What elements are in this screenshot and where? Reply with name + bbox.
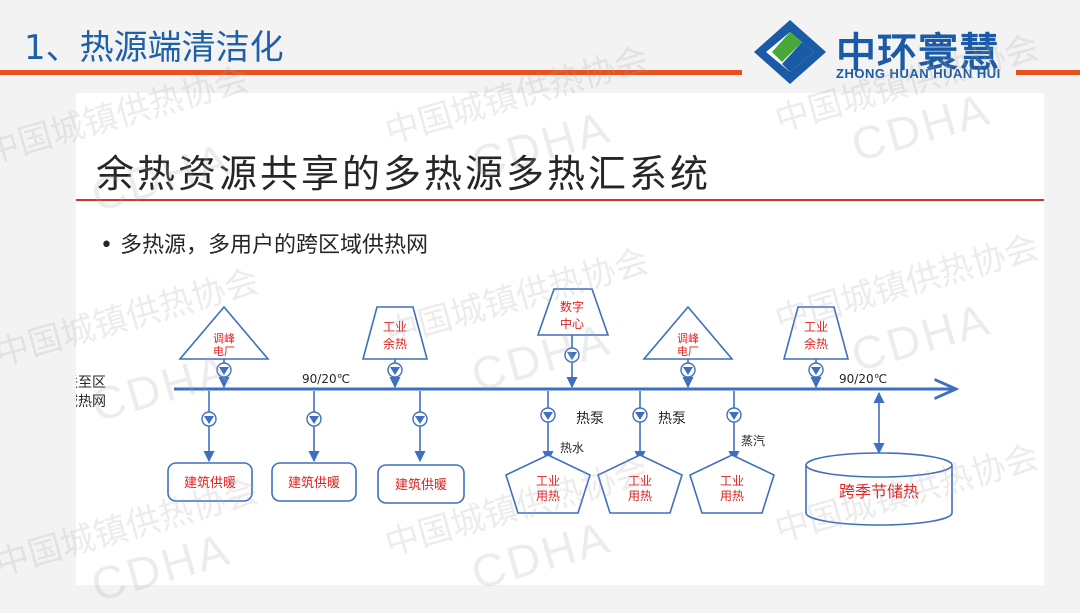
bullet-point: • 多热源，多用户的跨区域供热网 (100, 233, 428, 258)
source-industrial-waste-heat-1-trapezoid (361, 306, 429, 360)
header-divider (0, 70, 742, 75)
building-heating-box-3 (377, 464, 465, 504)
seasonal-storage-label: 跨季节储热 (839, 482, 919, 501)
source-data-center-label-2: 中心 (560, 316, 584, 331)
building-heating-box-1 (167, 462, 253, 502)
industrial-use-pentagon-1 (505, 454, 591, 514)
source-peak-plant-2-label-2: 电厂 (677, 345, 699, 358)
brand-logo: 中环寰慧 ZHONG HUAN HUAN HUI (752, 18, 1022, 88)
building-heating-label-3: 建筑供暖 (395, 477, 447, 493)
industrial-use-3-label-1: 工业 (720, 474, 744, 488)
consumer-pump-icons (201, 407, 742, 427)
source-industrial-waste-heat-2-trapezoid (782, 306, 850, 360)
logo-mark-icon (754, 20, 826, 84)
network-label-line2: 域热网 (76, 394, 106, 410)
source-pump-icons (216, 347, 824, 378)
slide-title: 余热资源共享的多热源多热汇系统 (96, 152, 712, 196)
medium-label-hot-water: 热水 (560, 441, 584, 455)
network-label-line1: 联至区 (76, 375, 106, 391)
building-heating-label-1: 建筑供暖 (184, 475, 236, 491)
source-peak-plant-1-label-1: 调峰 (213, 332, 235, 345)
source-industrial-waste-heat-1-label-1: 工业 (383, 320, 407, 334)
industrial-use-1-label-2: 用热 (536, 489, 560, 503)
header-divider-right (1016, 70, 1080, 75)
source-industrial-waste-heat-2-label-1: 工业 (804, 320, 828, 334)
industrial-use-pentagon-3 (689, 454, 775, 514)
industrial-use-2-label-2: 用热 (628, 489, 652, 503)
temperature-label-left: 90/20℃ (302, 372, 350, 386)
slide-content: 余热资源共享的多热源多热汇系统 • 多热源，多用户的跨区域供热网 联至区 域热网… (76, 93, 1044, 585)
consumer-connectors (203, 391, 885, 463)
temperature-label-right: 90/20℃ (839, 372, 887, 386)
source-data-center-trapezoid (536, 288, 610, 336)
heat-network-diagram: 联至区 域热网 90/20℃ 90/20℃ 调峰 电厂 工业 余热 数字 中心 … (76, 288, 1044, 526)
source-industrial-waste-heat-2-label-2: 余热 (804, 336, 828, 351)
heat-pump-label-1: 热泵 (576, 411, 604, 427)
medium-label-steam: 蒸汽 (741, 433, 765, 448)
seasonal-storage-cylinder (805, 452, 953, 526)
source-data-center-label-1: 数字 (560, 299, 584, 314)
page-title: 1、热源端清洁化 (24, 28, 284, 68)
industrial-use-2-label-1: 工业 (628, 474, 652, 488)
source-peak-plant-2-label-1: 调峰 (677, 332, 699, 345)
building-heating-label-2: 建筑供暖 (288, 475, 340, 491)
source-peak-plant-1-label-2: 电厂 (213, 345, 235, 358)
source-industrial-waste-heat-1-label-2: 余热 (383, 336, 407, 351)
building-heating-box-2 (271, 462, 357, 502)
heat-pump-label-2: 热泵 (658, 411, 686, 427)
industrial-use-pentagon-2 (597, 454, 683, 514)
industrial-use-3-label-2: 用热 (720, 489, 744, 503)
logo-name-cn: 中环寰慧 (836, 30, 1000, 76)
industrial-use-1-label-1: 工业 (536, 474, 560, 488)
logo-name-en: ZHONG HUAN HUAN HUI (836, 66, 1001, 81)
slide-title-divider (76, 199, 1044, 201)
